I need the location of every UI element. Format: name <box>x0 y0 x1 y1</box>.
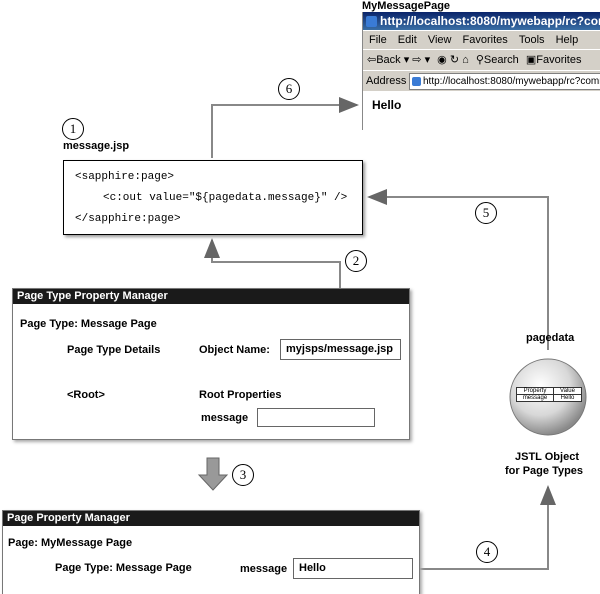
stop-icon[interactable]: ◉ <box>437 54 447 66</box>
object-name-label: Object Name: <box>199 344 270 356</box>
root-properties-label: Root Properties <box>199 389 282 401</box>
refresh-icon[interactable]: ↻ <box>449 54 460 66</box>
menu-edit[interactable]: Edit <box>397 34 417 46</box>
step-3-badge: 3 <box>232 464 254 486</box>
step-4-badge: 4 <box>476 541 498 563</box>
browser-title: http://localhost:8080/mywebapp/rc?comman <box>380 14 600 28</box>
browser-addressbar: Address http://localhost:8080/mywebapp/r… <box>363 70 600 91</box>
browser-window: http://localhost:8080/mywebapp/rc?comman… <box>362 12 600 130</box>
page-property-manager: Page Property Manager <box>2 510 420 594</box>
browser-page-label: MyMessagePage <box>362 0 451 12</box>
jsp-filename: message.jsp <box>63 140 130 152</box>
ptpm-root-label[interactable]: Page Type: Message Page <box>20 318 157 330</box>
pagedata-caption-2: for Page Types <box>505 465 584 477</box>
menu-file[interactable]: File <box>369 34 387 46</box>
ptpm-message-label: message <box>201 412 249 424</box>
pagedata-label: pagedata <box>526 332 575 344</box>
address-input[interactable]: http://localhost:8080/mywebapp/rc?comm <box>409 73 600 90</box>
browser-titlebar: http://localhost:8080/mywebapp/rc?comman <box>363 12 600 30</box>
ppm-message-label: message <box>240 563 288 575</box>
menu-tools[interactable]: Tools <box>518 34 545 46</box>
pagedata-col-value: Value <box>560 388 575 394</box>
pagedata-cell: message <box>517 395 554 401</box>
step-1-badge: 1 <box>62 118 84 140</box>
search-icon: ⚲ <box>475 54 484 66</box>
menu-view[interactable]: View <box>427 34 452 46</box>
ptpm-root-node[interactable]: <Root> <box>67 389 105 401</box>
code-line: <sapphire:page> <box>75 171 175 183</box>
ptpm-message-field[interactable] <box>257 408 375 427</box>
menu-help[interactable]: Help <box>555 34 579 46</box>
ppm-root-label[interactable]: Page: MyMessage Page <box>8 537 133 549</box>
browser-menubar: File Edit View Favorites Tools Help <box>363 31 600 49</box>
ie-icon <box>366 16 377 28</box>
pagedata-table: Property Value message Hello <box>516 387 582 402</box>
object-name-field[interactable]: myjsps/message.jsp <box>280 339 401 360</box>
arrow-5 <box>367 189 549 350</box>
ppm-message-field[interactable]: Hello <box>293 558 413 579</box>
step-6-badge: 6 <box>278 78 300 100</box>
browser-content-text: Hello <box>372 98 402 112</box>
ptpm-header: Page Type Property Manager <box>13 289 409 304</box>
pagedata-cell: Hello <box>560 395 575 401</box>
arrow-4 <box>413 485 556 570</box>
address-label: Address <box>366 75 407 87</box>
arrow-6 <box>211 97 359 158</box>
code-line: <c:out value="${pagedata.message}" /> <box>103 192 348 204</box>
ptpm-details-node[interactable]: Page Type Details <box>67 344 161 356</box>
home-icon[interactable]: ⌂ <box>462 54 469 66</box>
menu-favorites[interactable]: Favorites <box>462 34 508 46</box>
back-button[interactable]: ⇦Back ▾ ⇨ ▾ <box>367 54 431 66</box>
step-2-badge: 2 <box>345 250 367 272</box>
page-icon <box>412 76 421 86</box>
browser-toolbar: ⇦Back ▾ ⇨ ▾ ◉ ↻ ⌂ ⚲Search ▣Favorites <box>363 49 600 70</box>
favorites-icon: ▣ <box>525 54 537 66</box>
code-line: </sapphire:page> <box>75 213 181 225</box>
pagedata-caption-1: JSTL Object <box>515 451 579 463</box>
ppm-header: Page Property Manager <box>3 511 419 526</box>
down-arrow-icon <box>197 457 229 491</box>
search-button[interactable]: ⚲Search <box>475 54 519 66</box>
favorites-button[interactable]: ▣Favorites <box>525 54 582 66</box>
step-5-badge: 5 <box>475 202 497 224</box>
jsp-code-box: <sapphire:page> <c:out value="${pagedata… <box>63 160 363 235</box>
ppm-page-type-node[interactable]: Page Type: Message Page <box>55 562 192 574</box>
pagedata-col-property: Property <box>517 388 554 394</box>
